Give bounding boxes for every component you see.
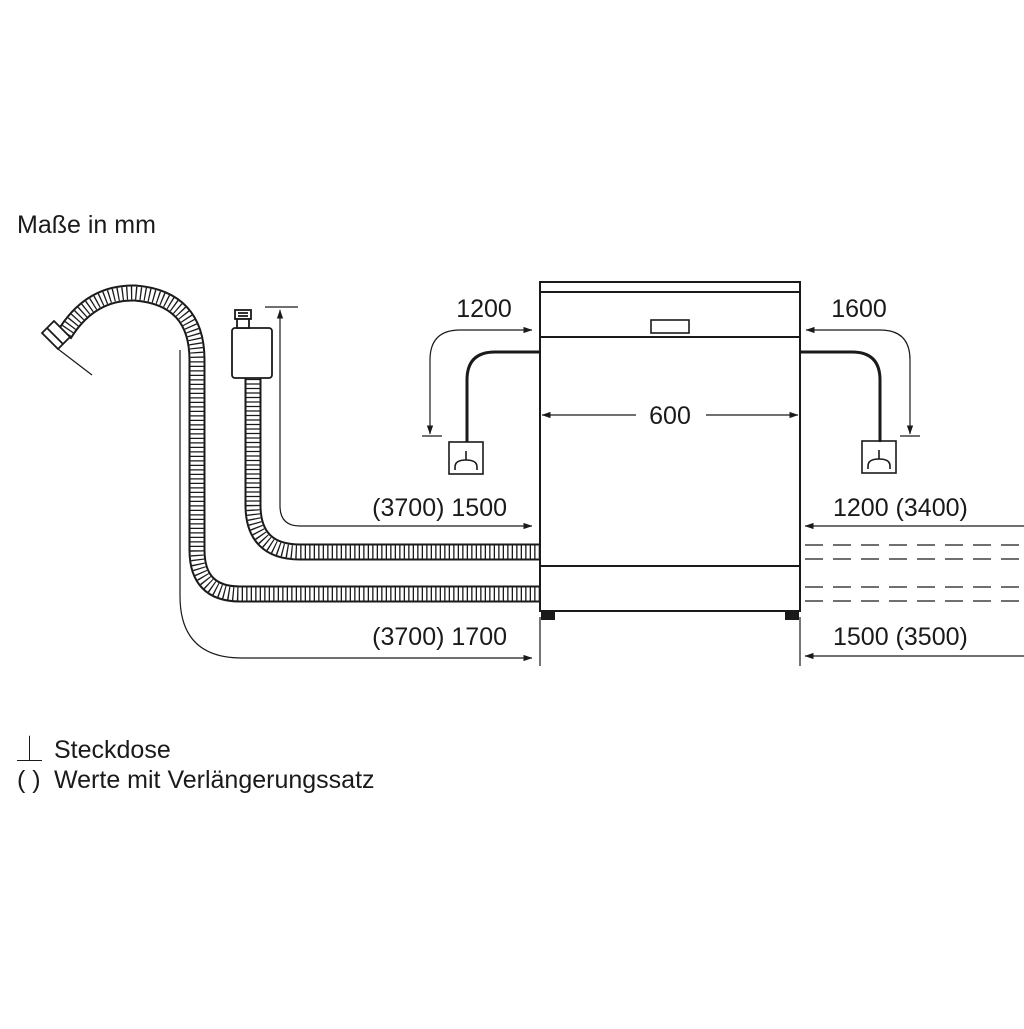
inlet-hose [244,378,540,561]
drain-hose-dim [179,350,533,662]
right-socket-icon [861,440,897,474]
dim-width: 600 [649,402,691,430]
dishwasher [539,281,801,620]
dim-left-upper: (3700) 1500 [372,494,507,522]
legend-socket-label: Steckdose [54,736,171,764]
legend-socket-symbol: ⏊ [17,735,42,764]
right-foot [785,610,799,620]
drain-hose-end [40,319,93,376]
dishwasher-body [539,281,801,612]
legend-paren-symbol: ( ) [17,766,41,794]
dim-right-upper: 1200 (3400) [833,494,968,522]
left-power-cable [465,350,540,442]
dim-top-right: 1600 [831,295,887,323]
title-units: Maße in mm [17,211,156,239]
left-foot [541,610,555,620]
right-extension-hoses [805,544,1024,602]
dimension-lines [179,306,1024,666]
dim-right-lower: 1500 (3500) [833,623,968,651]
left-power-dim [426,326,533,435]
drain-hose [56,284,540,603]
right-power-cable [800,350,882,442]
control-display [650,319,690,334]
dim-left-lower: (3700) 1700 [372,623,507,651]
legend-paren-label: Werte mit Verlängerungssatz [54,766,375,794]
aqua-stop-valve [231,309,273,379]
dim-top-left: 1200 [456,295,512,323]
legend: ⏊ Steckdose ( ) Werte mit Verlängerungss… [17,735,375,794]
inlet-hose-dim [276,309,533,530]
left-socket-icon [448,441,484,475]
right-power-dim [805,326,914,435]
